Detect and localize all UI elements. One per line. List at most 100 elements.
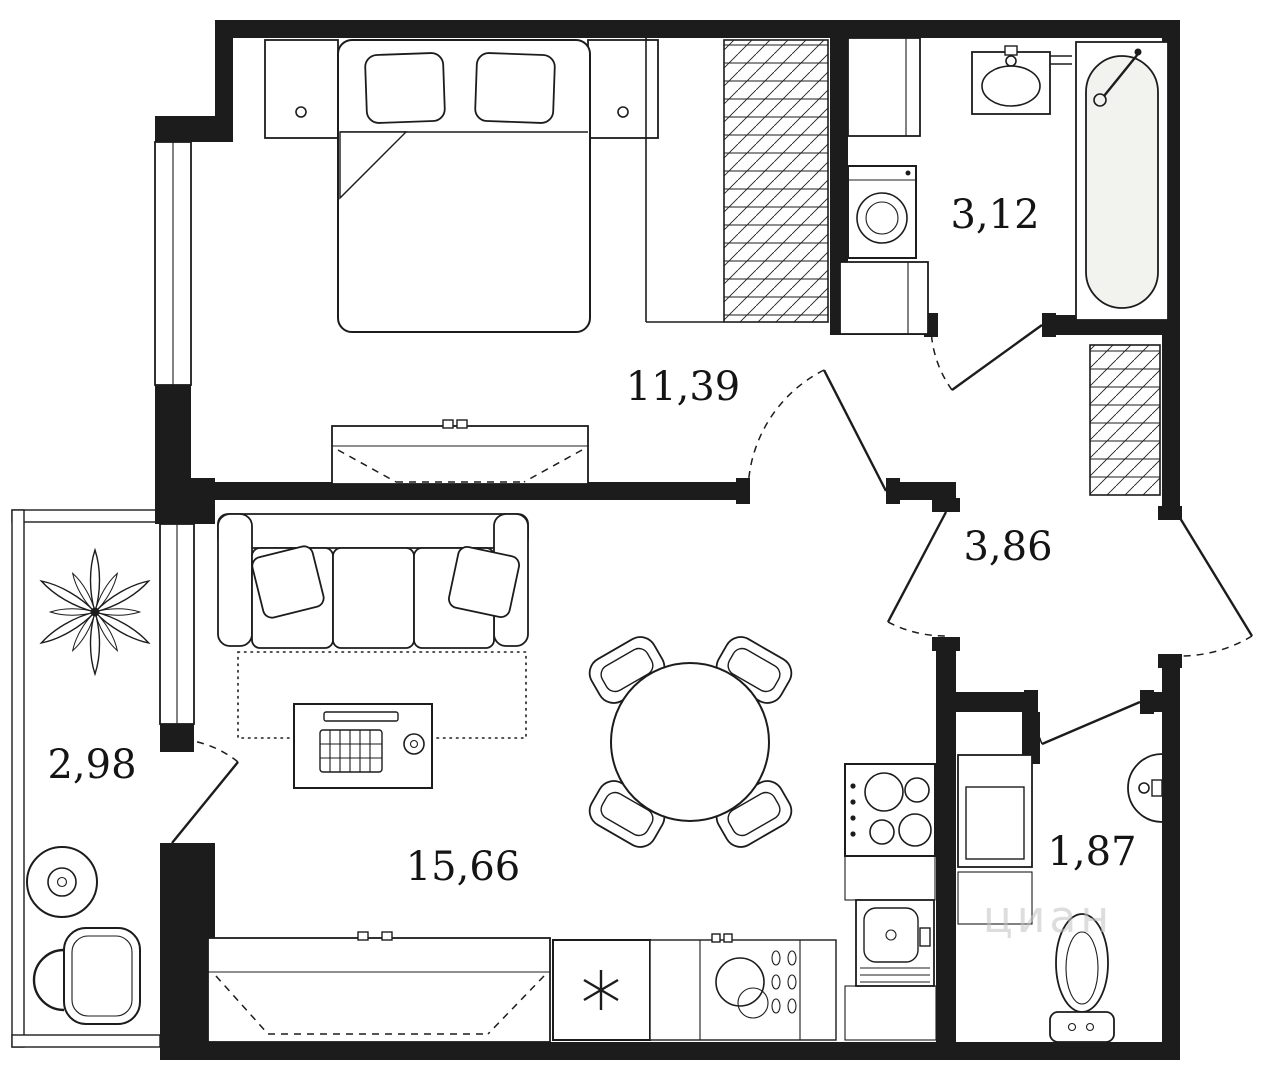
hallway-fixtures (1089, 344, 1161, 496)
wc-door-swing (1033, 701, 1043, 745)
mug (403, 733, 425, 755)
door-jamb (886, 478, 900, 504)
room-label-wc: 1,87 (1047, 829, 1136, 875)
wardrobe-bedroom (723, 39, 829, 323)
bedroom-door-swing (747, 369, 825, 492)
wall-hall-living-bottom (936, 637, 956, 1042)
bathroom-door-swing (930, 324, 953, 391)
wall-left-step (155, 116, 233, 142)
sofa-armrest-left (217, 513, 253, 647)
wall-bedroom-bottom-right (900, 482, 936, 500)
washing-machine (847, 165, 917, 259)
wc-door (1033, 700, 1141, 746)
bedroom-door-leaf (822, 369, 888, 492)
living-balcony-window (159, 523, 195, 725)
bathroom-door-leaf (951, 324, 1043, 391)
fridge-snowflake-icon (583, 970, 619, 1010)
dish-rack (771, 950, 797, 1014)
balcony-furniture (26, 547, 151, 1025)
wall-bedroom-bottom-left (215, 482, 736, 500)
wall-wc-top-left (956, 692, 1038, 712)
bathroom-fixtures (839, 37, 1169, 335)
bathroom-sink (971, 45, 1051, 115)
bathtub-tap (1103, 53, 1139, 97)
wc-door-leaf (1041, 700, 1141, 746)
laptop-screen (323, 711, 399, 722)
bedroom-furniture (264, 38, 829, 485)
balcony-door-leaf (171, 761, 239, 844)
living-door (886, 511, 948, 637)
kitchen-round-sink (715, 957, 769, 1019)
balcony-glazing-left (11, 509, 25, 1048)
room-label-balcony: 2,98 (47, 742, 136, 788)
sofa-seat (332, 547, 415, 649)
sofa-back (217, 513, 529, 549)
bathroom-door (930, 324, 1043, 391)
door-jamb (1158, 506, 1182, 520)
wc-fixtures (957, 753, 1163, 1043)
bed-pillow-right (474, 52, 556, 124)
balcony-plant (39, 547, 151, 677)
room-label-living-kitchen: 15,66 (406, 844, 521, 890)
door-jamb (1042, 313, 1056, 337)
door-jamb (736, 478, 750, 504)
bathtub (1075, 41, 1169, 321)
living-furniture (217, 513, 793, 848)
sofa-pillow-right (448, 546, 520, 618)
door-jamb (1024, 690, 1038, 714)
wall-wc-stub (1022, 712, 1040, 764)
sofa-extension-outline (237, 651, 527, 739)
balcony-glazing-bottom (11, 1034, 161, 1048)
room-labels: 11,39 3,12 3,86 2,98 15,66 1,87 (47, 192, 1136, 890)
wall-balcony-junction (155, 478, 215, 524)
door-jamb (1158, 654, 1182, 668)
bedroom-window (154, 141, 192, 386)
wall-bathroom-left (830, 38, 848, 335)
wall-left-bottom-block (160, 843, 215, 1042)
balcony-glazing-top (11, 509, 161, 523)
nightstand-left (264, 39, 339, 139)
bedroom-door (747, 369, 888, 492)
bedroom-sideboard (331, 419, 589, 485)
balcony-basket (32, 927, 141, 1025)
wardrobe-hallway (1089, 344, 1161, 496)
kitchen-fixtures (207, 763, 937, 1043)
wc-corner-sink (1127, 753, 1163, 823)
bed-blanket-fold (339, 131, 408, 200)
door-jamb (1140, 690, 1154, 714)
kitchen-sink (855, 899, 935, 987)
wall-balcony-stub (160, 724, 194, 752)
kitchen-counter (649, 933, 837, 1041)
bed-pillow-left (364, 52, 446, 124)
doors (171, 324, 1254, 844)
balcony-glazing (11, 509, 161, 1048)
wall-left-below-window (155, 385, 191, 480)
laptop-keyboard (319, 729, 383, 773)
balcony-door (171, 738, 239, 844)
nightstand-right-knob (617, 106, 629, 118)
desk (293, 703, 433, 789)
wall-top (215, 20, 1180, 38)
kitchen-counter-segment (844, 855, 936, 901)
entrance-door-swing (1179, 635, 1253, 657)
room-label-bathroom: 3,12 (950, 192, 1039, 238)
dining-table (610, 662, 770, 822)
bathroom-cabinet-top (847, 37, 921, 137)
wall-bottom (160, 1042, 1180, 1060)
nightstand-right (587, 39, 659, 139)
wall-right-lower (1162, 656, 1180, 1060)
entrance-door-leaf (1178, 517, 1254, 637)
sofa-pillow-left (251, 545, 325, 619)
toilet (1049, 913, 1115, 1043)
fridge (552, 939, 651, 1041)
door-jamb (932, 637, 960, 651)
water-heater (957, 754, 1033, 925)
wall-left-top-stub (215, 20, 233, 142)
living-door-swing (887, 621, 947, 637)
stove (844, 763, 936, 857)
kitchen-window-counter (207, 931, 551, 1043)
balcony-stool (26, 846, 98, 918)
towel-rail (1050, 55, 1072, 65)
